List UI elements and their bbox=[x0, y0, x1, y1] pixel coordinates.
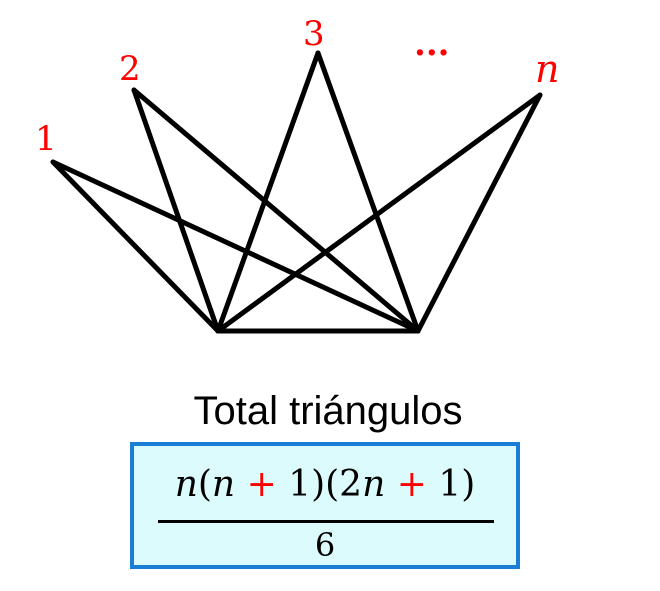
formula-n-1: n bbox=[174, 464, 198, 505]
diagram-edges bbox=[50, 50, 543, 334]
formula-n-3: n bbox=[362, 464, 386, 505]
vertex-label-n: n bbox=[535, 47, 559, 91]
triangle-diagram: 1 2 3 ... n bbox=[35, 14, 559, 334]
formula-plus-2: + bbox=[396, 464, 427, 505]
edge-1-left bbox=[50, 159, 221, 334]
edge-2-left bbox=[131, 87, 221, 334]
edge-n-right bbox=[415, 92, 543, 334]
edge-3-right bbox=[315, 50, 421, 334]
formula-one-1: 1)(2 bbox=[288, 464, 363, 505]
formula-open-paren: ( bbox=[197, 464, 212, 505]
vertex-label-3: 3 bbox=[303, 14, 325, 54]
formula-denominator: 6 bbox=[314, 526, 336, 564]
fraction-bar bbox=[158, 520, 494, 523]
edge-3-left bbox=[215, 50, 321, 334]
ellipsis: ... bbox=[414, 24, 450, 64]
caption-total-triangles: Total triángulos bbox=[193, 389, 463, 433]
formula-plus-1: + bbox=[246, 464, 277, 505]
formula-one-2: 1) bbox=[438, 464, 476, 505]
edge-2-right bbox=[131, 87, 421, 334]
formula-n-2: n bbox=[211, 464, 236, 505]
edge-1-right bbox=[50, 159, 421, 334]
edge-n-left bbox=[215, 92, 543, 334]
vertex-label-1: 1 bbox=[35, 119, 57, 159]
formula-numerator: n(n + 1)(2n + 1) bbox=[134, 464, 516, 505]
formula-box: n(n + 1)(2n + 1) 6 bbox=[130, 442, 520, 569]
vertex-label-2: 2 bbox=[119, 49, 141, 89]
